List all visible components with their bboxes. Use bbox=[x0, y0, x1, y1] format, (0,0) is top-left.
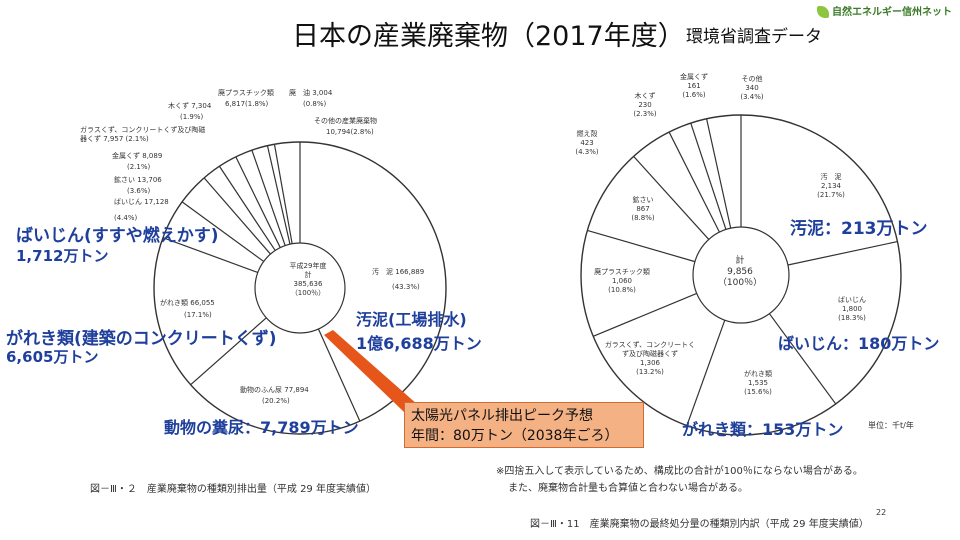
pie-chart-emissions bbox=[153, 141, 447, 435]
logo-text: 自然エネルギー信州ネット bbox=[832, 7, 952, 18]
pie1-label-odei: 汚 泥 166,889 bbox=[372, 268, 425, 276]
logo: 自然エネルギー信州ネット bbox=[817, 3, 952, 18]
pie1-center-year: 平成29年度 bbox=[289, 262, 327, 270]
annotation-right-gareki: がれき類：153万トン bbox=[682, 420, 844, 439]
pie2-slice-divider-7 bbox=[668, 131, 720, 233]
solar-panel-callout: 太陽光パネル排出ピーク予想 年間：80万トン（2038年ごろ） bbox=[404, 402, 644, 448]
pie2-slice-divider-1 bbox=[787, 241, 898, 266]
pie1-slice-divider-8 bbox=[251, 149, 286, 246]
pie2-center-total-label: 計 bbox=[735, 256, 745, 266]
pie2-slice-divider-3 bbox=[686, 319, 726, 426]
pie1-label-gareki: がれき類 66,055 bbox=[160, 299, 215, 307]
pie1-pct-mokuzu: (1.9%) bbox=[180, 113, 204, 121]
page-subtitle: 環境省調査データ bbox=[686, 27, 822, 47]
caption-right: 図－Ⅲ・11 産業廃棄物の最終処分量の種類別内訳（平成 29 年度実績値） bbox=[530, 519, 869, 530]
pie2-slice-divider-2 bbox=[768, 313, 837, 405]
leaf-icon bbox=[817, 6, 829, 18]
pie1-pct-odei: (43.3%) bbox=[392, 283, 420, 291]
annotation-baijin: ばいじん(すすや燃えかす) bbox=[16, 226, 219, 246]
pie1-label-plastic: 廃プラスチック類 bbox=[218, 89, 274, 97]
pie1-pct-kousai: (3.6%) bbox=[127, 187, 151, 195]
pie1-slice-divider-5 bbox=[203, 177, 271, 255]
page-title: 日本の産業廃棄物（2017年度） bbox=[292, 21, 685, 52]
callout-line2: 年間：80万トン（2038年ごろ） bbox=[411, 428, 619, 444]
pie2-slice-divider-9 bbox=[706, 118, 732, 229]
pie1-value-other: 10,794(2.8%) bbox=[326, 128, 374, 136]
pie1-inner-ring bbox=[254, 242, 346, 334]
pie1-slice-divider-6 bbox=[218, 165, 276, 251]
pie1-center-pct: （100％） bbox=[290, 289, 326, 297]
pie1-slice-divider-10 bbox=[273, 144, 293, 244]
pie1-pct-funnyo: (20.2%) bbox=[262, 397, 290, 405]
annotation-gareki-amount: 6,605万トン bbox=[6, 348, 99, 366]
pie1-slice-divider-1 bbox=[317, 328, 361, 422]
pie1-pct-haiyu: (0.8%) bbox=[303, 100, 327, 108]
pie1-label-haiyu: 廃 油 3,004 bbox=[289, 89, 333, 97]
pie1-center: 平成29年度 計 385,636 （100％） bbox=[268, 262, 348, 298]
pie2-center: 計 9,856 （100％） bbox=[700, 256, 780, 289]
pie1-label-kinzoku: 金属くず 8,089 bbox=[112, 152, 163, 160]
pie1-pct-baijin: (4.4%) bbox=[114, 214, 138, 222]
pie2-center-pct: （100％） bbox=[717, 278, 763, 288]
annotation-baijin-amount: 1,712万トン bbox=[16, 247, 109, 265]
annotation-right-odei: 汚泥：213万トン bbox=[790, 219, 928, 239]
pie-chart-final-disposal bbox=[580, 114, 902, 436]
pie1-label-other: その他の産業廃棄物 bbox=[314, 117, 377, 125]
annotation-right-baijin: ばいじん：180万トン bbox=[778, 334, 940, 353]
pie1-slice-divider-2 bbox=[190, 317, 267, 386]
annotation-gareki: がれき類(建築のコンクリートくず) bbox=[6, 329, 277, 349]
callout-line1: 太陽光パネル排出ピーク予想 bbox=[411, 408, 593, 424]
footnote-2: また、廃棄物合計量も合算値と合わない場合がある。 bbox=[508, 483, 748, 494]
pie1-value-plastic: 6,817(1.8%) bbox=[225, 100, 269, 108]
pie2-center-total: 9,856 bbox=[727, 267, 753, 277]
pie2-unit: 単位：千t/年 bbox=[868, 421, 914, 430]
pie2-inner-ring bbox=[692, 226, 790, 324]
pie1-center-total-label: 計 bbox=[304, 271, 312, 279]
pie1-label-baijin: ばいじん 17,128 bbox=[114, 198, 169, 206]
pie1-label-mokuzu: 木くず 7,304 bbox=[168, 102, 212, 110]
pie1-center-total: 385,636 bbox=[293, 280, 323, 288]
pie1-slice-divider-9 bbox=[266, 145, 291, 245]
footnote-1: ※四捨五入して表示しているため、構成比の合計が100％にならない場合がある。 bbox=[496, 466, 863, 477]
annotation-funnyo: 動物の糞尿：7,789万トン bbox=[164, 418, 359, 437]
pie1-pct-gareki: (17.1%) bbox=[184, 311, 212, 319]
pie1-slice-divider-7 bbox=[235, 156, 281, 248]
pie1-slice-divider-3 bbox=[162, 237, 258, 274]
pie2-slice-divider-8 bbox=[690, 122, 727, 230]
pie1-slice-divider-4 bbox=[181, 201, 265, 262]
annotation-odei: 汚泥(工場排水) bbox=[356, 310, 467, 329]
annotation-odei-amount: 1億6,688万トン bbox=[356, 334, 482, 353]
callout-wedge bbox=[324, 330, 418, 412]
pie2-slice-divider-6 bbox=[633, 155, 710, 240]
pie2-slice-divider-4 bbox=[592, 292, 697, 337]
pie2-slice-divider-5 bbox=[587, 229, 696, 263]
pie1-label-glass: ガラスくず、コンクリートくず及び陶磁器くず 7,957 (2.1%) bbox=[80, 126, 206, 143]
pie1-label-funnyo: 動物のふん尿 77,894 bbox=[240, 386, 309, 394]
caption-left: 図－Ⅲ・２ 産業廃棄物の種類別排出量（平成 29 年度実績値） bbox=[90, 484, 376, 495]
pie1-pct-kinzoku: (2.1%) bbox=[127, 163, 151, 171]
pie1-label-kousai: 鉱さい 13,706 bbox=[114, 176, 162, 184]
page-number: 22 bbox=[876, 508, 887, 517]
